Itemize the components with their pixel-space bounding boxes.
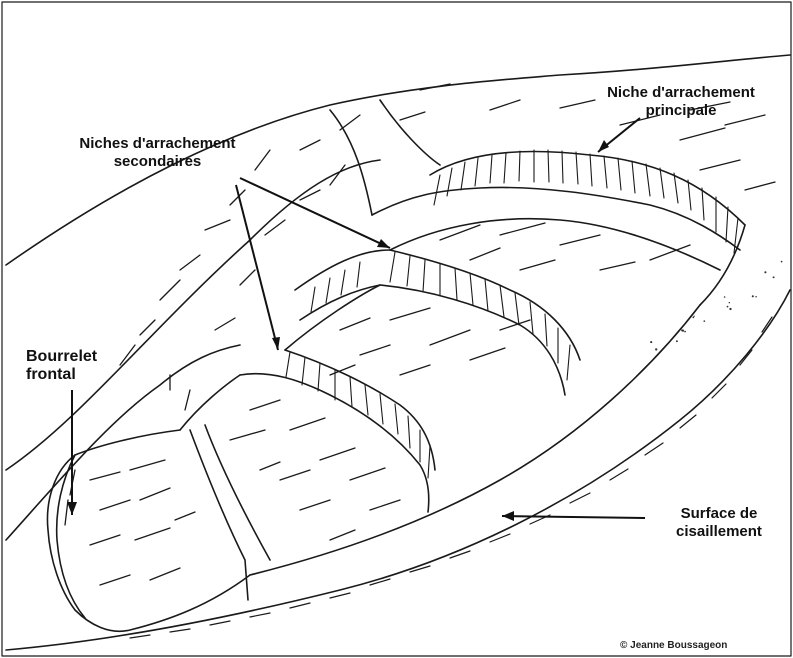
shear-surface-outer [6, 290, 790, 650]
label-toe: Bourrelet frontal [26, 348, 97, 384]
arrow-shear [502, 516, 645, 518]
label-shear-line1: Surface de [650, 505, 788, 523]
label-toe-line1: Bourrelet [26, 348, 97, 366]
secondary-scarp-1-hatching [311, 252, 570, 380]
credit-text: © Jeanne Boussageon [620, 640, 727, 651]
stipple-dot [676, 340, 678, 342]
label-secondary-line2: secondaires [30, 153, 285, 171]
upper-block-texture [440, 223, 690, 270]
shear-dashes [130, 317, 772, 638]
stipple-dot [681, 329, 683, 331]
label-main-scarp-line1: Niche d'arrachement [572, 84, 790, 102]
stipple-dot [703, 320, 705, 322]
main-scarp-hatching [434, 150, 738, 253]
hillside-slope-edge [6, 160, 380, 470]
label-main-scarp: Niche d'arrachement principale [572, 84, 790, 120]
main-scarp-base [372, 187, 740, 250]
label-secondary-scarps: Niches d'arrachement secondaires [30, 135, 285, 171]
stipple [650, 261, 782, 351]
middle-block-face [285, 285, 380, 350]
shear-surface-inner [250, 305, 700, 575]
label-shear-surface: Surface de cisaillement [650, 505, 788, 541]
hillside-crease [380, 100, 440, 165]
stipple-dot [655, 348, 657, 350]
label-secondary-line1: Niches d'arrachement [30, 135, 285, 153]
secondary-scarp-2-hatching [286, 352, 430, 478]
stipple-dot [684, 331, 686, 333]
stipple-dot [755, 296, 756, 297]
label-shear-line2: cisaillement [650, 523, 788, 541]
arrow-secondary-1 [240, 178, 390, 248]
label-toe-line2: frontal [26, 366, 97, 384]
label-main-scarp-line2: principale [572, 102, 790, 120]
stipple-dot [724, 296, 726, 298]
hillside-texture [120, 84, 775, 410]
lower-block-divider [190, 430, 248, 600]
stipple-dot [692, 317, 694, 319]
stipple-dot [727, 306, 729, 308]
arrow-secondary-2 [236, 185, 278, 350]
stipple-dot [650, 341, 652, 343]
stipple-dot [752, 295, 754, 297]
upper-block-face [390, 219, 720, 270]
stipple-dot [729, 302, 730, 303]
secondary-scarp-1-crest [390, 250, 580, 360]
label-arrows [72, 118, 645, 518]
stipple-dot [729, 308, 731, 310]
toe-texture [65, 460, 195, 585]
lower-block-top [180, 375, 240, 430]
secondary-scarp-2-base [240, 374, 429, 512]
stipple-dot [773, 276, 775, 278]
secondary-scarp-1-base [300, 285, 565, 395]
stipple-dot [764, 271, 766, 273]
secondary-scarp-2-crest [285, 350, 435, 470]
stipple-dot [781, 261, 783, 263]
middle-block-texture [330, 308, 530, 375]
